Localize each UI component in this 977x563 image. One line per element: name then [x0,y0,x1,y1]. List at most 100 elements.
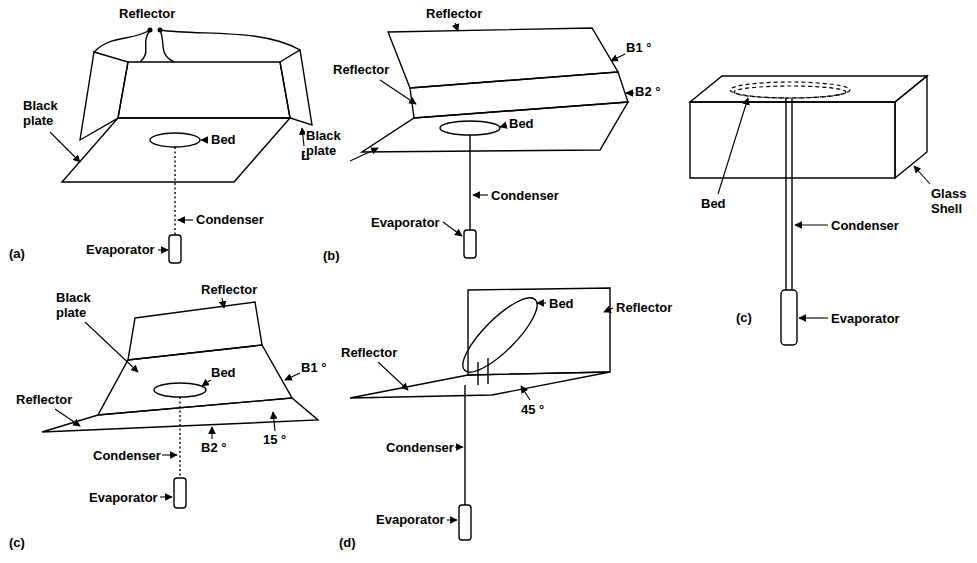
reflector-wire [160,30,300,50]
adsorbent-bed [730,82,850,98]
bed-support [487,358,488,384]
panel-label: (c) [735,310,753,325]
part-label: Evaporator [375,512,446,527]
part-label: Evaporator [85,242,156,257]
leader-arrow [201,139,208,140]
angle-label: B2 ° [634,84,661,99]
reflector-panel [388,28,618,88]
panel-label: (c) [8,535,26,550]
part-label: Condenser [490,188,560,203]
glass-shell [690,76,927,102]
part-label: Reflector [200,282,258,297]
condenser-tube [179,397,180,478]
condenser-tube [469,135,470,230]
adsorbent-bed [150,133,200,147]
reflector-wire [140,30,150,62]
part-label: Reflector [425,6,483,21]
leader-arrow [302,128,304,146]
part-label: Condenser [385,440,455,455]
glass-shell [895,76,927,178]
leader-arrow [443,222,462,236]
leader-arrow [273,412,275,431]
angle-label: B2 ° [200,440,227,455]
evaporator-vessel [169,235,181,263]
adsorbent-bed [734,86,846,98]
part-label: Black plate [22,98,69,128]
leader-arrow [158,249,168,250]
reflector-panel [80,52,128,140]
panel-label: (d) [338,535,357,550]
reflector-panel [280,50,312,125]
leader-arrow [350,148,378,161]
leader-arrow [380,80,416,104]
part-label: Reflector [118,6,176,21]
part-label: Bed [210,132,237,147]
leader-arrow [473,194,488,195]
black-plate [98,345,292,415]
part-label: Glass Shell [930,186,972,216]
adsorbent-bed [453,288,546,381]
panel-label: (b) [322,248,341,263]
reflector-wire [94,30,150,52]
black-plate [362,102,628,152]
leader-arrow [500,125,507,127]
reflector-panel [410,72,628,118]
leader-arrow [211,427,212,439]
part-label: Black plate [55,290,102,320]
leader-arrow [378,362,408,390]
adsorbent-bed [440,121,500,135]
leader-arrow [795,224,828,225]
leader-arrow [447,519,457,520]
reflector-panel [128,302,262,360]
leader-arrow [160,496,172,497]
leader-arrow [202,379,212,386]
leader-arrow [161,454,177,455]
leader-arrow [178,219,193,220]
angle-label: B1 ° [300,360,327,375]
bed-support [477,362,478,385]
panel-d [350,288,613,540]
leader-arrow [537,302,546,303]
reflector-panel [350,372,610,398]
leader-arrow [914,166,930,184]
part-label: Reflector [332,62,390,77]
leader-arrow [604,308,613,312]
part-label: Condenser [195,212,265,227]
condenser-tube [785,98,786,290]
condenser-tube [464,385,465,505]
reflector-panel [468,288,610,375]
leader-arrow [718,98,748,194]
part-label: Bed [700,196,727,211]
leader-arrow [626,92,634,93]
leader-arrow [55,409,80,426]
part-label: Bed [548,296,575,311]
panel-b [350,23,634,258]
panel-a [50,28,312,264]
angle-label: B1 ° [625,40,652,55]
part-label: Reflector [15,392,73,407]
leader-arrow [454,446,463,447]
leader-arrow [85,322,138,372]
leader-arrow [799,317,828,318]
part-label: Reflector [615,300,673,315]
angle-label: 15 ° [262,432,287,447]
leader-arrow [50,132,80,162]
evaporator-vessel [174,478,186,508]
evaporator-vessel [781,290,797,345]
condenser-tube [791,98,792,290]
part-label: Reflector [340,345,398,360]
part-label: Bed [508,116,535,131]
reflector-panel [118,62,290,118]
evaporator-vessel [464,230,476,258]
panel-label: (a) [8,246,26,261]
part-label: Condenser [830,218,900,233]
panel-glass-shell [690,76,930,345]
leader-arrow [455,23,458,31]
condenser-tube [174,147,175,235]
part-label: Evaporator [88,490,159,505]
leader-arrow [521,386,530,400]
part-label: Evaporator [370,215,441,230]
part-label: Black plate [305,128,352,158]
